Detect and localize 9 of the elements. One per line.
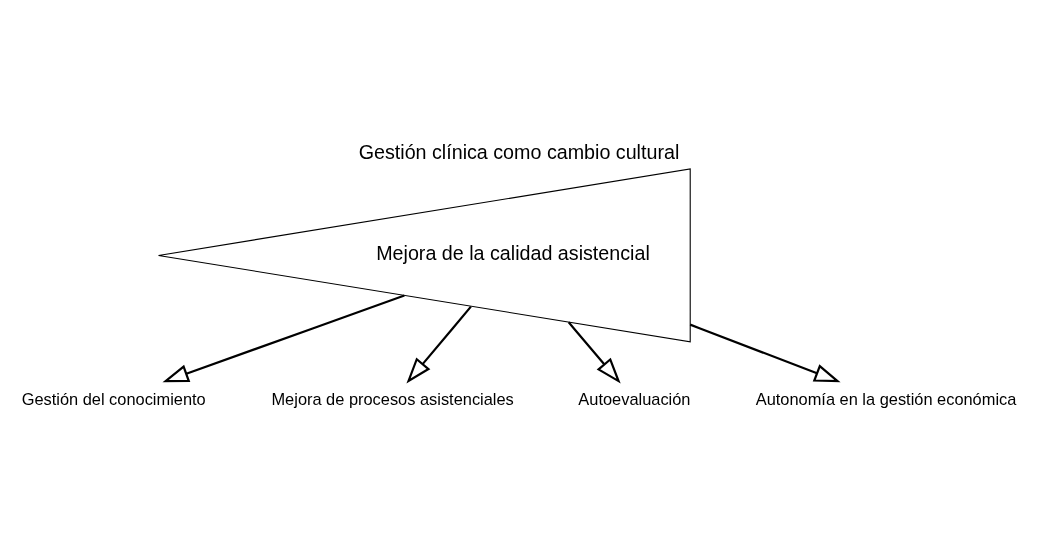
node-text: Autoevaluación (578, 389, 691, 408)
node-text: Autonomía en la gestión económica (755, 389, 1017, 408)
node-text: Mejora de procesos asistenciales (271, 389, 514, 408)
node-text: Gestión del conocimiento (21, 389, 206, 408)
arrow (406, 305, 472, 384)
arrow (567, 321, 621, 384)
diagram-title: Gestión clínica como cambio cultural (358, 140, 680, 163)
arrow (162, 294, 405, 383)
arrow (689, 323, 841, 383)
